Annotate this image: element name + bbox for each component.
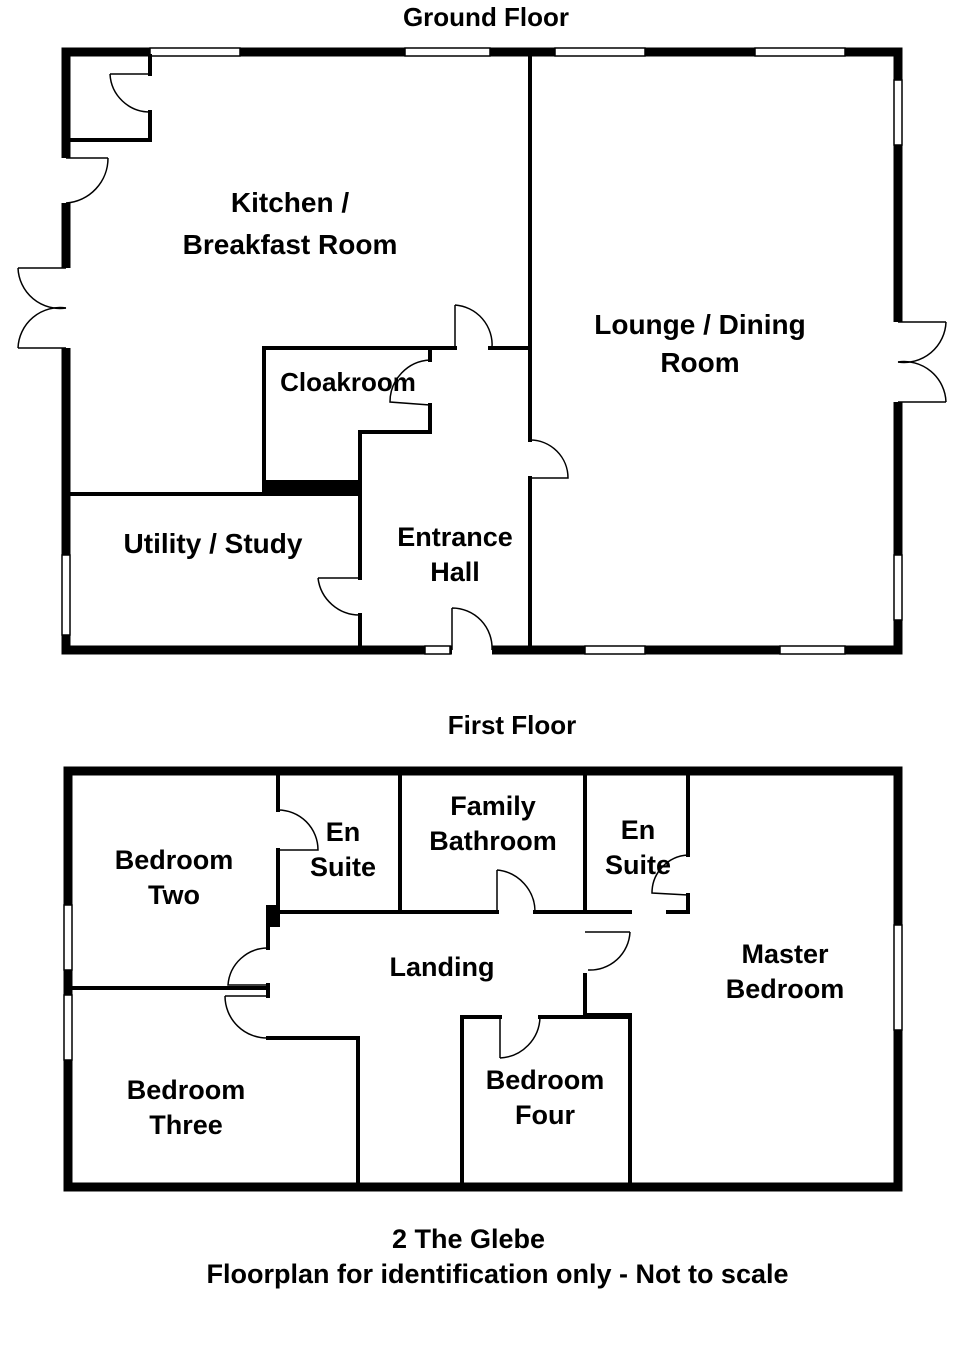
room-label-bedroom-three: Bedroom Three (127, 1073, 246, 1143)
room-label-master-bedroom: Master Bedroom (726, 937, 845, 1007)
room-label-line: Master (741, 939, 829, 969)
ensuite-door (651, 854, 689, 896)
window (554, 47, 646, 57)
room-label-line: Room (660, 347, 740, 378)
room-label-bedroom-four: Bedroom Four (486, 1063, 605, 1133)
bedroom-three-door (224, 995, 269, 1039)
front-door-gap (452, 644, 492, 656)
disclaimer-text: Floorplan for identification only - Not … (206, 1259, 789, 1289)
front-door (451, 607, 493, 651)
bathroom-door (496, 869, 536, 913)
kitchen-door (454, 304, 493, 349)
master-wall (583, 1013, 632, 1019)
ground-floor-plan (17, 47, 947, 656)
ensuite-door (277, 809, 319, 851)
room-label-line: En (620, 815, 656, 845)
room-label-line: Utility / Study (123, 528, 303, 559)
room-label-line: Breakfast Room (182, 229, 398, 260)
room-label-utility: Utility / Study (124, 525, 303, 563)
room-label-line: Four (514, 1100, 575, 1130)
window (149, 47, 241, 57)
room-label-line: Bedroom (126, 1075, 246, 1105)
room-label-line: Suite (604, 850, 672, 880)
patio-door-right (897, 360, 947, 403)
thick-wall (264, 480, 360, 494)
room-label-landing: Landing (390, 948, 495, 986)
footer-caption: 2 The Glebe Floorplan for identification… (0, 1222, 967, 1292)
room-label-line: Bedroom (485, 1065, 605, 1095)
room-label-ensuite-one: En Suite (310, 815, 376, 885)
first-floor-plan (63, 766, 903, 1192)
property-name: 2 The Glebe (391, 1224, 546, 1254)
side-door (65, 157, 109, 204)
cloakroom-wall (358, 346, 432, 648)
lounge-door (529, 439, 569, 479)
room-label-line: Bedroom (114, 845, 234, 875)
cupboard-wall (70, 110, 152, 142)
room-label-line: Lounge / Dining (594, 309, 806, 340)
window (893, 554, 903, 621)
cupboard-door (109, 73, 151, 113)
room-label-kitchen: Kitchen / Breakfast Room (183, 182, 398, 266)
room-label-line: Family (450, 791, 536, 821)
room-label-ensuite-two: En Suite (605, 813, 671, 883)
window (61, 554, 71, 636)
ensuite-wall (583, 773, 690, 914)
window (584, 645, 646, 655)
bedroom-two-door (227, 947, 269, 986)
room-label-bedroom-two: Bedroom Two (115, 843, 234, 913)
wall-pier (266, 905, 280, 927)
bedroom-three-wall (266, 1036, 360, 1185)
side-door-gap (60, 158, 72, 203)
cloakroom-door (389, 359, 431, 406)
room-label-line: Suite (309, 852, 377, 882)
room-label-line: En (325, 817, 361, 847)
window (63, 904, 73, 971)
room-label-family-bathroom: Family Bathroom (429, 789, 557, 859)
window (424, 645, 451, 655)
first-floor-title: First Floor (447, 710, 577, 740)
window (404, 47, 491, 57)
master-door (585, 931, 631, 971)
room-label-line: Three (149, 1110, 223, 1140)
room-label-line: Bathroom (429, 826, 557, 856)
window (893, 924, 903, 1031)
window (893, 79, 903, 146)
window (754, 47, 846, 57)
room-label-line: Cloakroom (280, 367, 416, 397)
room-label-hall: Entrance Hall (397, 520, 513, 590)
ground-floor-title: Ground Floor (402, 2, 570, 32)
room-label-line: Hall (430, 557, 480, 587)
room-label-line: Entrance (397, 522, 513, 552)
room-label-line: Two (148, 880, 200, 910)
bedroom-four-door (499, 1016, 541, 1059)
patio-door-right (897, 321, 947, 364)
room-label-lounge: Lounge / Dining Room (594, 306, 806, 382)
room-label-cloakroom: Cloakroom (280, 363, 416, 401)
window (779, 645, 846, 655)
patio-door-left (17, 306, 67, 349)
patio-door-left (17, 267, 67, 310)
room-label-line: Kitchen / (230, 187, 350, 218)
window (63, 994, 73, 1061)
utility-door (317, 577, 361, 616)
room-label-line: Landing (389, 952, 495, 982)
room-label-line: Bedroom (725, 974, 845, 1004)
